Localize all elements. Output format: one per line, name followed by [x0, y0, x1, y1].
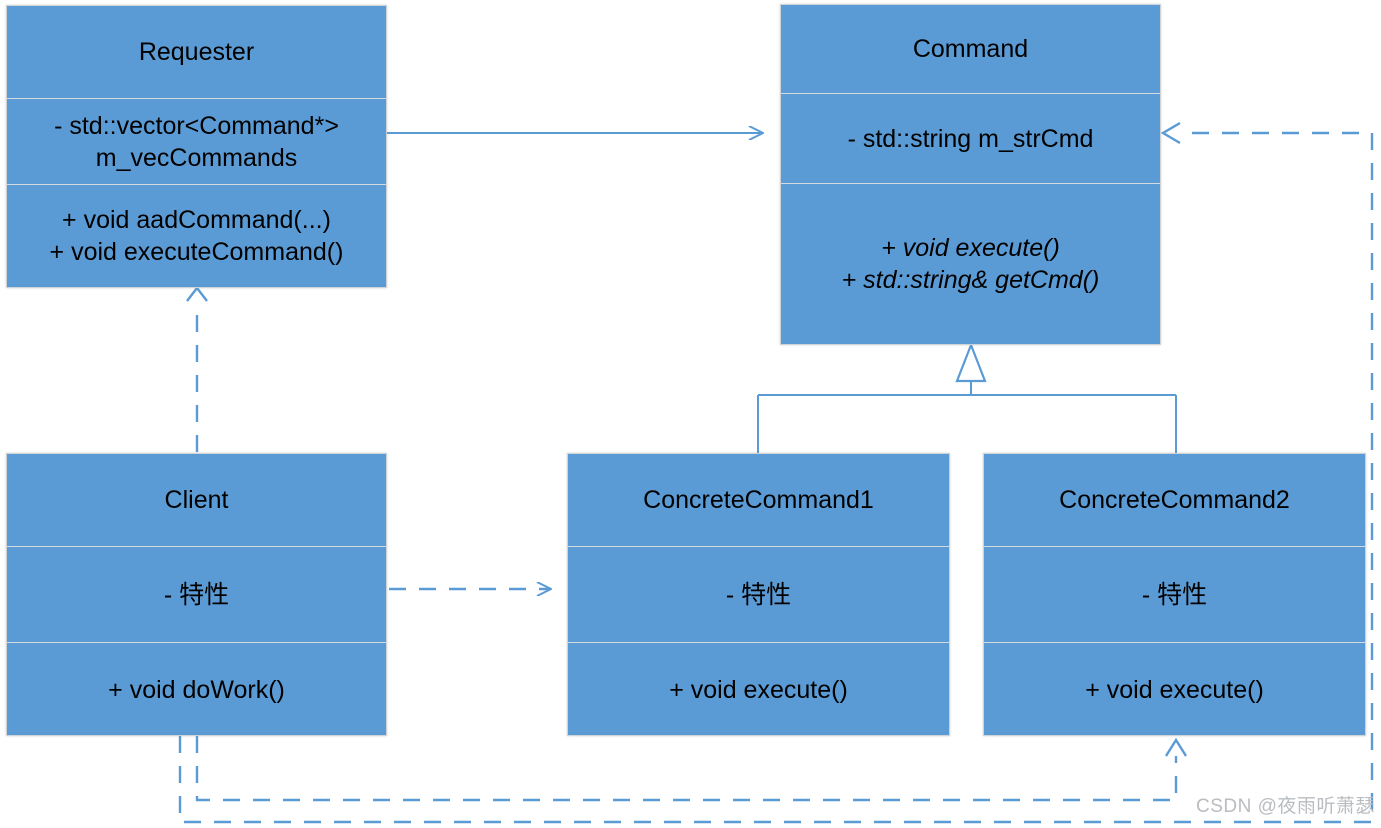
class-operations-requester: + void aadCommand(...) + void executeCom…	[7, 184, 386, 287]
connector-client-to-command[interactable]	[178, 121, 1374, 824]
class-name-concrete-command-2: ConcreteCommand2	[1059, 486, 1290, 514]
class-attributes-concrete-command-2: - 特性	[984, 546, 1365, 642]
class-box-concrete-command-1[interactable]: ConcreteCommand1 - 特性 + void execute()	[567, 453, 950, 736]
class-attributes-client: - 特性	[7, 546, 386, 642]
class-name-concrete-command-1: ConcreteCommand1	[643, 486, 874, 514]
class-name-requester: Requester	[138, 38, 255, 66]
class-operations-command: + void execute() + std::string& getCmd()	[781, 183, 1160, 344]
class-operations-client: + void doWork()	[7, 642, 386, 737]
watermark-text: CSDN @夜雨听萧瑟	[1196, 796, 1375, 817]
class-attributes-requester: - std::vector<Command*> m_vecCommands	[7, 98, 386, 184]
connector-client-to-requester[interactable]	[186, 286, 208, 452]
class-attributes-concrete-command-1: - 特性	[568, 546, 949, 642]
class-box-requester[interactable]: Requester - std::vector<Command*> m_vecC…	[6, 5, 387, 288]
class-name-command: Command	[912, 35, 1029, 63]
class-name-client: Client	[164, 486, 229, 514]
class-box-concrete-command-2[interactable]: ConcreteCommand2 - 特性 + void execute()	[983, 453, 1366, 736]
class-operations-concrete-command-1: + void execute()	[568, 642, 949, 737]
class-attributes-command: - std::string m_strCmd	[781, 93, 1160, 183]
connector-client-to-concrete-command-2[interactable]	[195, 736, 1188, 802]
class-operations-concrete-command-2: + void execute()	[984, 642, 1365, 737]
connector-generalization-tree[interactable]	[757, 341, 1177, 453]
class-box-client[interactable]: Client - 特性 + void doWork()	[6, 453, 387, 736]
class-box-command[interactable]: Command - std::string m_strCmd + void ex…	[780, 4, 1161, 345]
